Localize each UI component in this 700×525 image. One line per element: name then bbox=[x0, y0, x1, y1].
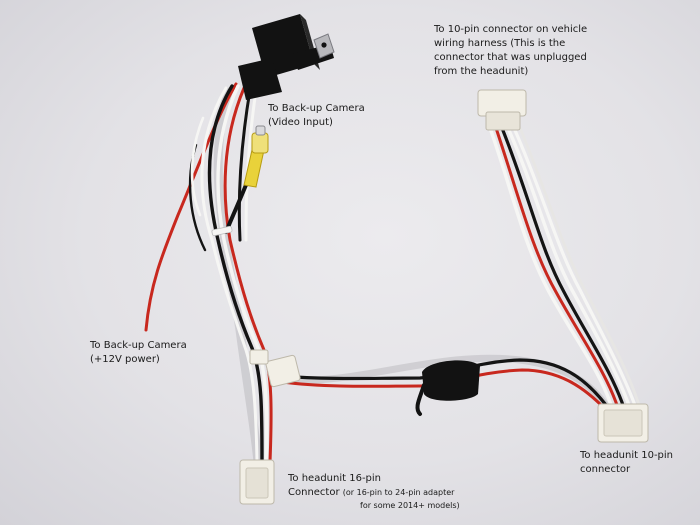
headunit-10pin-label-line1: To headunit 10-pin bbox=[580, 450, 674, 461]
camera-video-label-line1: To Back-up Camera bbox=[268, 103, 365, 114]
vehicle-connector-label: To 10-pin connector on vehicle wiring ha… bbox=[434, 23, 587, 79]
headunit-16pin-connector bbox=[239, 459, 275, 505]
relay-block bbox=[238, 14, 335, 100]
headunit-10pin-label: To headunit 10-pin connector bbox=[580, 449, 673, 477]
inline-fuse-holder bbox=[415, 360, 480, 416]
vehicle-connector-label-line2: wiring harness (This is the bbox=[434, 38, 566, 49]
headunit-16pin-label-line2: Connector bbox=[288, 487, 340, 498]
headunit-16pin-label-row2: Connector (or 16-pin to 24-pin adapter bbox=[288, 486, 460, 500]
headunit-16pin-note1: (or 16-pin to 24-pin adapter bbox=[342, 488, 455, 497]
right-wire-bundle bbox=[488, 126, 642, 410]
camera-video-label: To Back-up Camera (Video Input) bbox=[268, 102, 365, 130]
inline-connector bbox=[249, 349, 301, 388]
headunit-10pin-connector bbox=[597, 403, 649, 443]
headunit-16pin-label-line1: To headunit 16-pin bbox=[288, 473, 382, 484]
camera-power-label: To Back-up Camera (+12V power) bbox=[90, 339, 187, 367]
extra-white-wire bbox=[190, 116, 205, 217]
headunit-16pin-label: To headunit 16-pin Connector (or 16-pin … bbox=[288, 472, 460, 511]
rca-connector-yellow bbox=[243, 125, 269, 188]
vehicle-connector-label-line3: connector that was unplugged bbox=[434, 52, 587, 63]
camera-power-label-line1: To Back-up Camera bbox=[90, 340, 187, 351]
headunit-16pin-note2: for some 2014+ models) bbox=[360, 501, 460, 510]
vehicle-connector-label-line1: To 10-pin connector on vehicle bbox=[434, 24, 588, 35]
vehicle-10pin-connector bbox=[477, 89, 527, 131]
harness-shadows bbox=[213, 87, 616, 467]
vehicle-connector-label-line4: from the headunit) bbox=[434, 66, 529, 77]
camera-video-label-line2: (Video Input) bbox=[268, 117, 333, 128]
camera-power-label-line2: (+12V power) bbox=[90, 354, 160, 365]
zip-tie bbox=[211, 225, 233, 237]
left-wire-bundle bbox=[200, 84, 273, 464]
headunit-10pin-label-line2: connector bbox=[580, 464, 631, 475]
